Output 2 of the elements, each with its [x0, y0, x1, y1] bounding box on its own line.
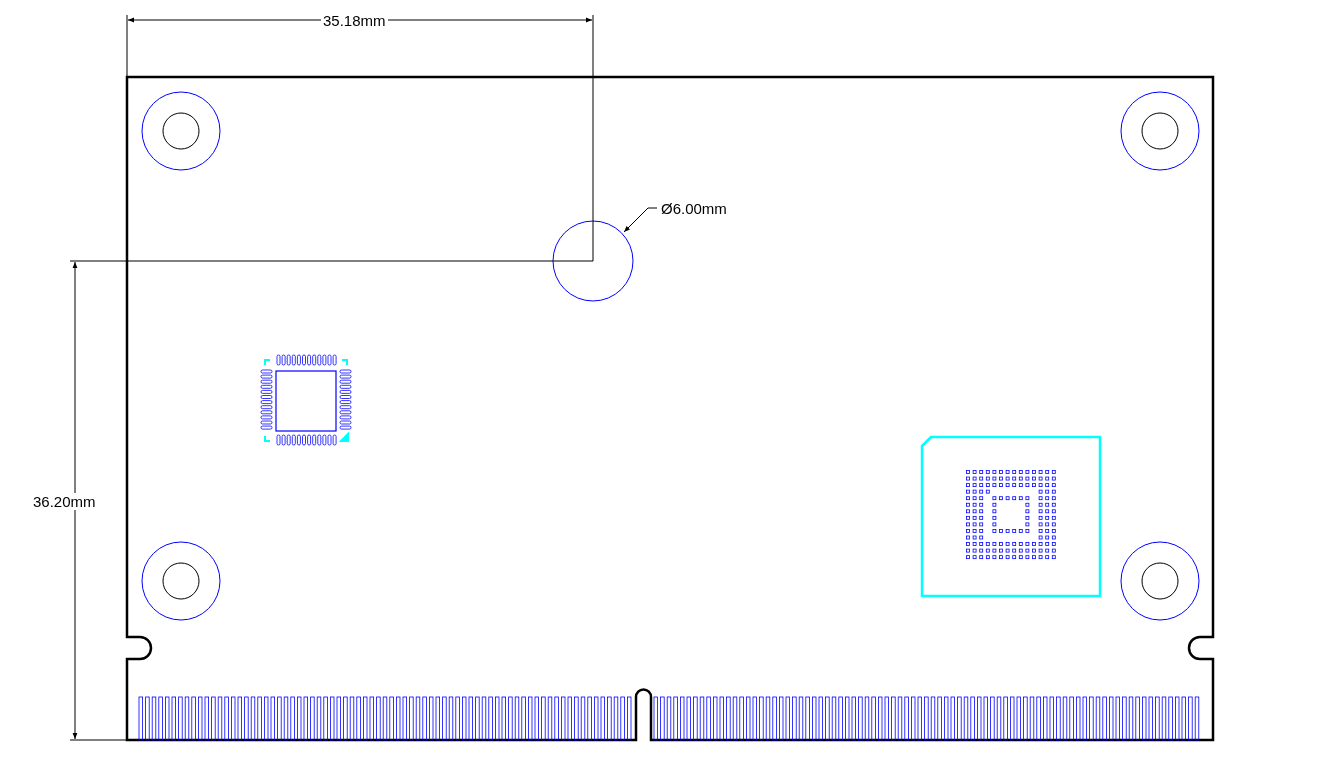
- dimension-label: 36.20mm: [31, 493, 98, 510]
- dimension-label: Ø6.00mm: [659, 200, 729, 217]
